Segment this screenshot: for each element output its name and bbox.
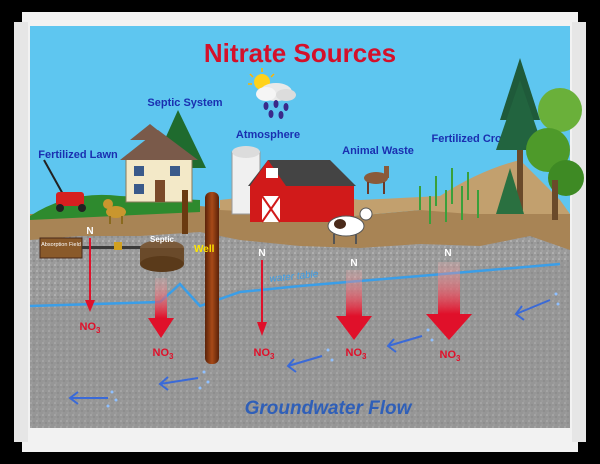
source-label-animal-waste: Animal Waste [342,145,414,157]
well-pipe [182,190,219,364]
crop-field-illustration [419,168,479,224]
nitrate-label-septic: NO3 [153,347,175,361]
nitrate-arrows: N NO3 NO3 N NO3 N NO3 N NO3 [80,226,472,363]
house-illustration [120,110,206,203]
source-label-fertilized-lawn: Fertilized Lawn [38,149,118,161]
atmosphere-cloud-icon [248,68,296,119]
source-label-fertilized-crop: Fertilized Crop [431,133,508,145]
absorption-field-sign: Absorption Field [39,237,83,259]
groundwater-flow-arrows [68,299,551,405]
arrow-crop [438,262,460,314]
nitrogen-label-atmosphere: N [258,248,265,259]
water-table-label: water table [269,269,319,285]
flow-arrow-2 [158,376,199,391]
nitrate-label-crop: NO3 [440,349,462,363]
flow-arrow-1 [68,391,108,405]
nitrate-label-atmosphere: NO3 [254,347,276,361]
source-label-atmosphere: Atmosphere [236,129,300,141]
horse-illustration [364,166,389,194]
flow-spray-dots [106,292,560,408]
groundwater-zone [30,232,570,428]
arrow-septic [155,278,167,318]
frame-right-post [572,22,586,442]
nitrogen-label-animal-waste: N [350,258,357,269]
dog-illustration [103,199,126,224]
barn-illustration [231,146,356,223]
septic-label: Septic [150,235,175,244]
nitrogen-label-lawn: N [86,226,93,237]
cow-illustration [327,207,373,244]
arrow-animal-waste [346,270,362,316]
well-label: Well [194,244,215,255]
flow-arrow-4 [386,335,423,353]
frame-left-post [14,22,28,442]
lawn-mower-illustration [43,159,86,212]
trees-illustration [496,58,584,220]
flow-arrow-3 [286,355,323,373]
absorption-field-label: Absorption Field [41,242,81,248]
flow-arrow-5 [514,299,551,321]
page-title: Nitrate Sources [204,38,396,68]
nitrogen-label-crop: N [444,248,451,259]
nitrate-label-lawn: NO3 [80,321,102,335]
groundwater-flow-label: Groundwater Flow [245,398,413,419]
septic-tank: Septic [82,235,184,272]
source-label-septic-system: Septic System [147,97,222,109]
nitrate-label-animal-waste: NO3 [346,347,368,361]
